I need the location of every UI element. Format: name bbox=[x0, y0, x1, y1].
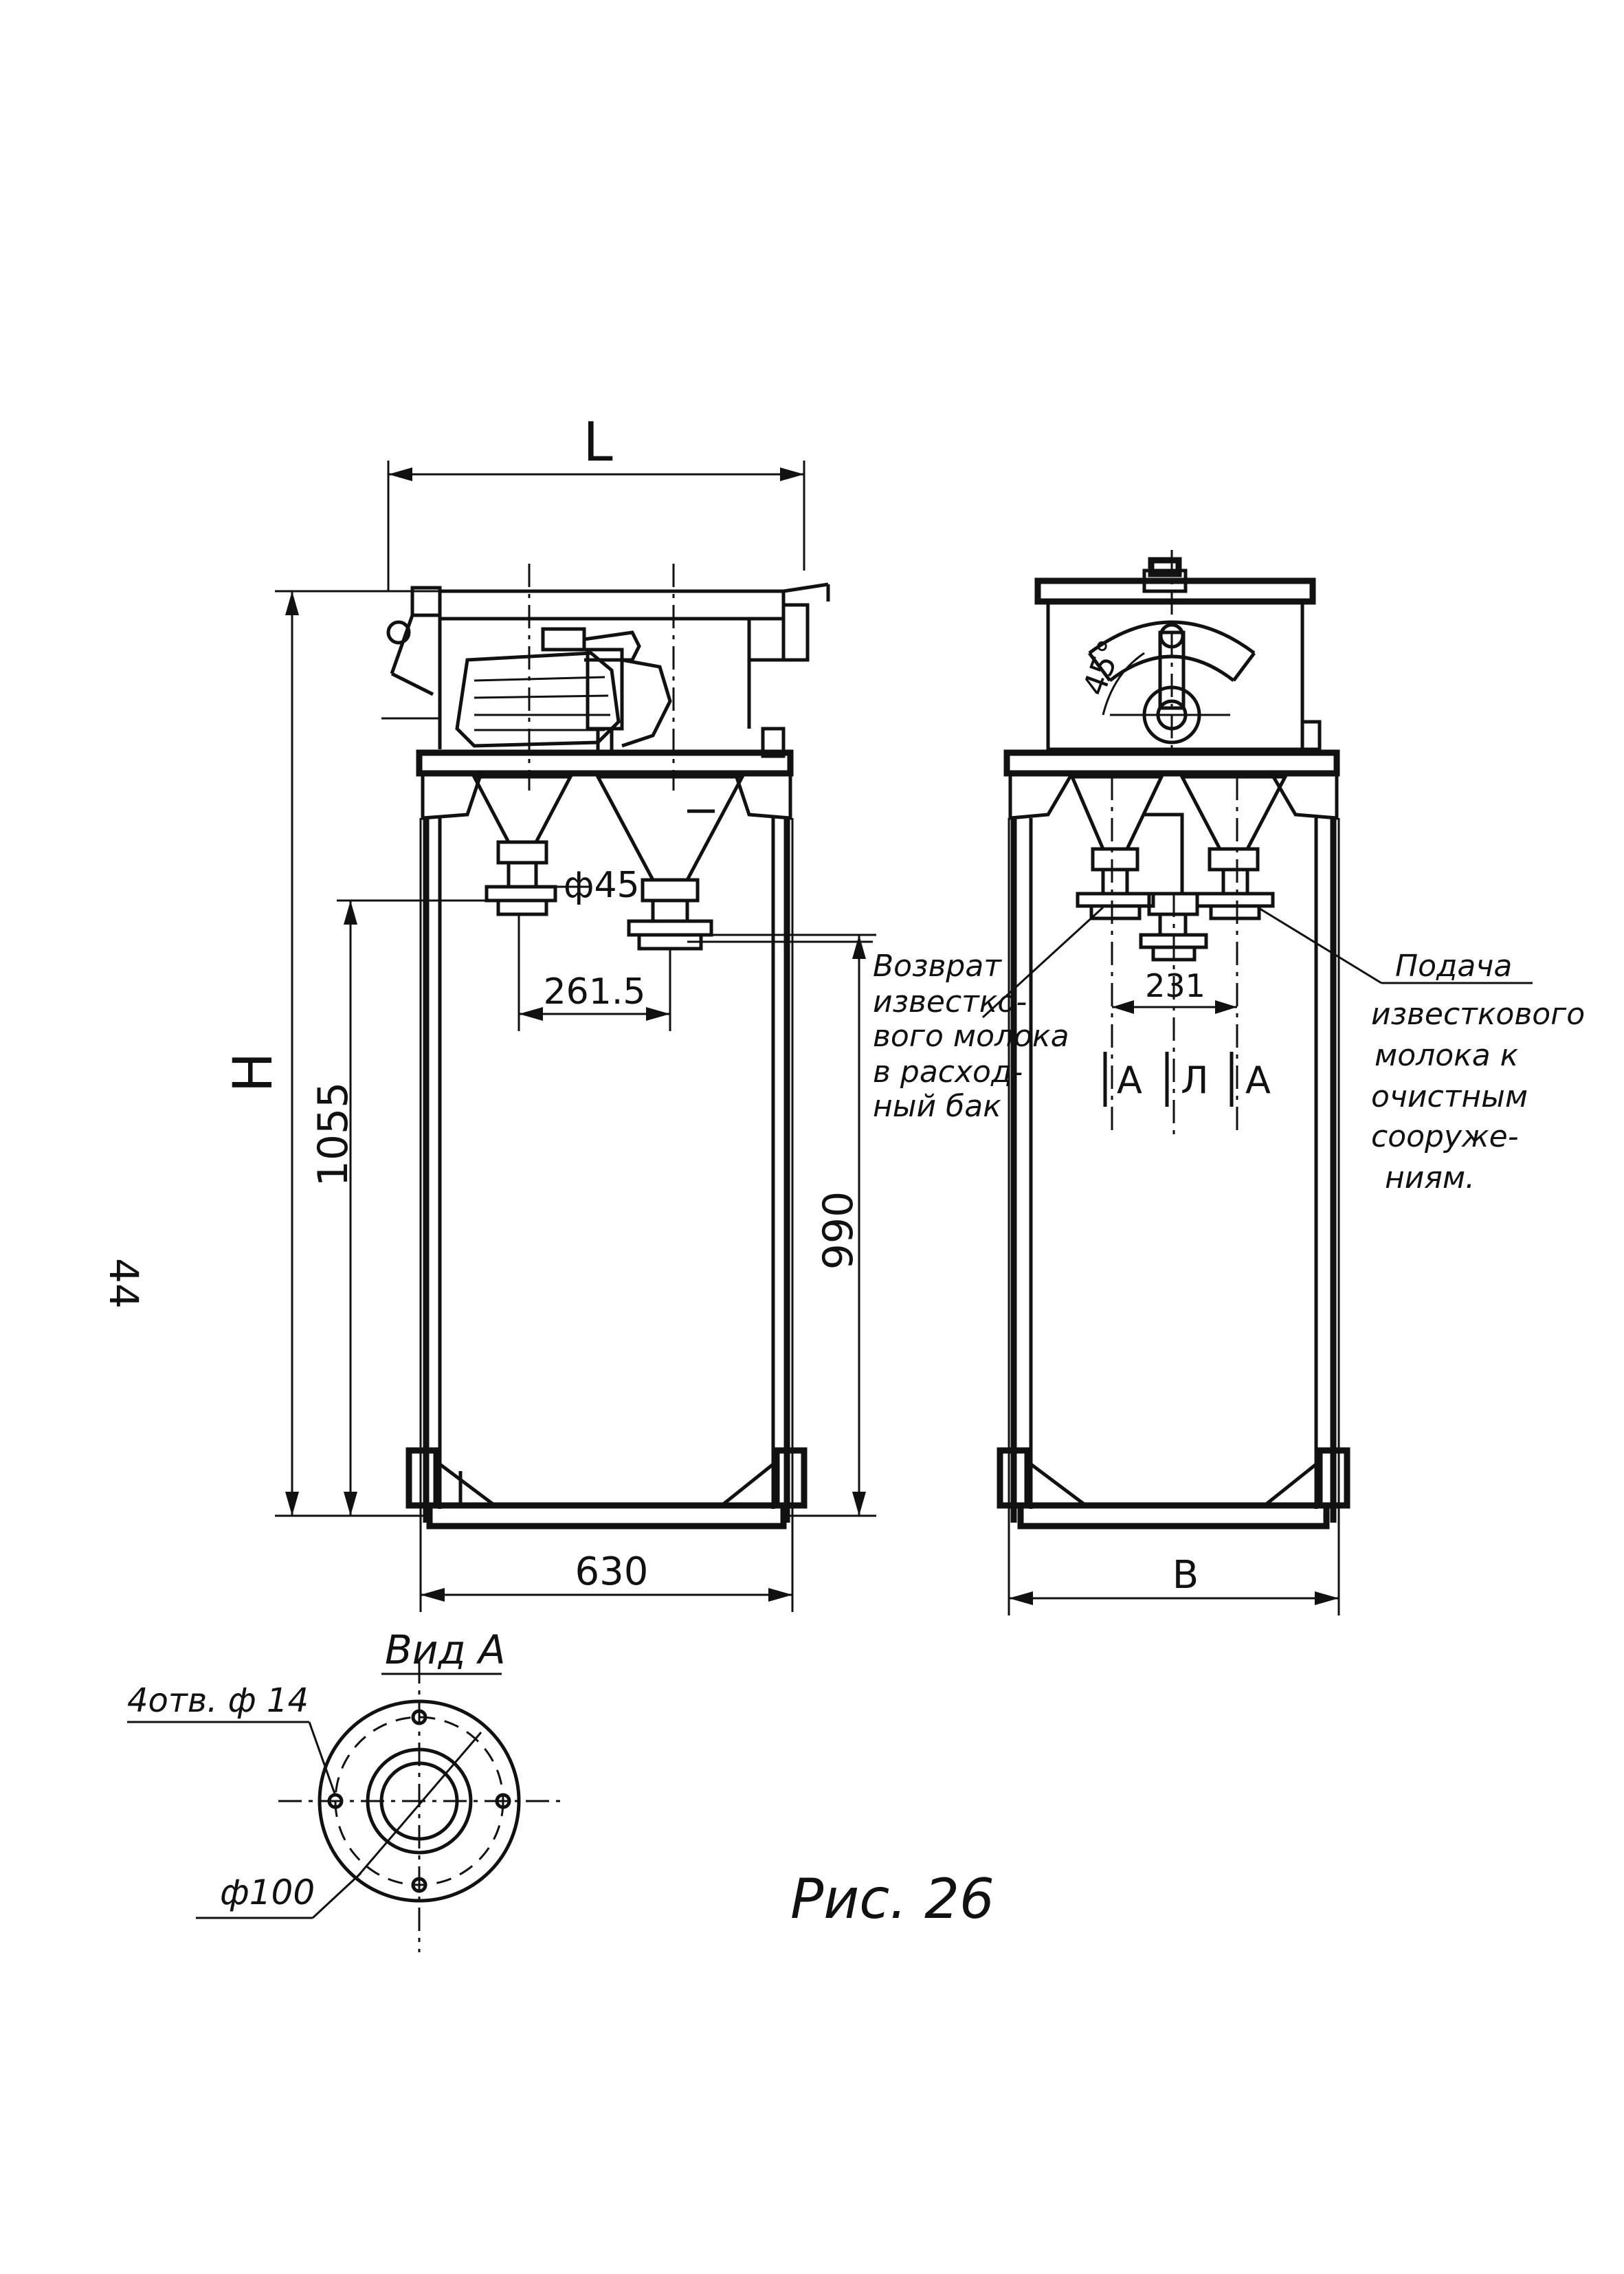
flange-bore-outer bbox=[366, 1747, 473, 1855]
dimension-990-label: 990 bbox=[814, 1191, 863, 1270]
supply-note-line-5: сооруже- bbox=[1371, 1119, 1519, 1154]
view-a: Вид А 4отв. ф 14 ф100 bbox=[127, 1626, 560, 1952]
front-view: L H 1055 990 bbox=[223, 412, 1079, 1612]
front-funnels bbox=[471, 775, 746, 951]
section-mark-1: А bbox=[1117, 1059, 1142, 1102]
return-note-line-5: ный бак bbox=[873, 1089, 1001, 1124]
dimension-231-label: 231 bbox=[1145, 967, 1205, 1004]
return-note: Возврат известко- вого молока в расход- … bbox=[687, 940, 1079, 1124]
return-note-line-1: Возврат bbox=[873, 949, 1002, 984]
supply-leader bbox=[1257, 906, 1382, 984]
dimension-261-5-label: 261.5 bbox=[544, 971, 646, 1013]
front-mechanism-housing bbox=[381, 564, 830, 791]
page-number: 44 bbox=[100, 1258, 147, 1309]
return-note-line-2: известко- bbox=[873, 984, 1027, 1019]
dimension-261-5: 261.5 bbox=[518, 914, 671, 1031]
dimension-h-label: H bbox=[223, 1052, 285, 1093]
section-mark-2: Л bbox=[1181, 1059, 1209, 1102]
section-mark-3: А bbox=[1245, 1059, 1271, 1102]
dimension-630: 630 bbox=[419, 1533, 794, 1612]
bolt-hole-bottom bbox=[411, 1877, 427, 1893]
supply-note: Подача известкового молока к очистным со… bbox=[1371, 949, 1594, 1195]
outlet-diameter-label: ф45 bbox=[564, 865, 640, 906]
return-leader bbox=[981, 906, 1104, 1019]
view-a-title: Вид А bbox=[385, 1626, 506, 1673]
front-bottom-frame bbox=[405, 1447, 808, 1530]
bolt-hole-right bbox=[495, 1793, 511, 1809]
figure-caption: Рис. 26 bbox=[790, 1867, 994, 1931]
dimension-630-label: 630 bbox=[575, 1549, 649, 1594]
flange-bore-inner bbox=[379, 1761, 459, 1841]
dimension-h: H bbox=[223, 590, 440, 1517]
dimension-l-label: L bbox=[583, 412, 613, 474]
angle-label: 45° bbox=[1076, 635, 1130, 700]
dimension-990: 990 bbox=[687, 934, 876, 1517]
svg-text:Подача известкового: Подача известкового молока к очистным со… bbox=[1371, 949, 1594, 1195]
dimension-231: 231 bbox=[1112, 967, 1237, 1014]
side-top-housing: 45° bbox=[1034, 550, 1322, 751]
side-bottom-frame bbox=[997, 1447, 1350, 1530]
bolt-circle bbox=[334, 1716, 504, 1886]
svg-text:Возврат известко-: Возврат известко- вого молока в расход- … bbox=[873, 949, 1079, 1124]
side-top-beam bbox=[1003, 749, 1340, 820]
return-note-line-3: вого молока bbox=[873, 1019, 1069, 1054]
dimension-1055-label: 1055 bbox=[309, 1082, 357, 1187]
supply-note-line-2: известкового bbox=[1371, 997, 1585, 1032]
bolt-hole-top bbox=[411, 1709, 427, 1725]
supply-note-line-4: очистным bbox=[1371, 1079, 1528, 1114]
front-frame-columns bbox=[419, 818, 794, 1533]
side-view: 45° bbox=[981, 550, 1594, 1615]
flange-outer bbox=[318, 1699, 521, 1903]
side-funnels bbox=[1069, 775, 1289, 1134]
front-top-beam bbox=[416, 749, 794, 820]
supply-note-line-3: молока к bbox=[1375, 1038, 1519, 1073]
holes-label: 4отв. ф 14 bbox=[127, 1681, 309, 1720]
supply-note-line-6: ниям. bbox=[1385, 1160, 1475, 1195]
dimension-l: L bbox=[387, 412, 805, 591]
dimension-b: B bbox=[1008, 1533, 1340, 1615]
return-note-line-4: в расход- bbox=[873, 1055, 1023, 1090]
dimension-1055: 1055 bbox=[309, 899, 505, 1516]
dimension-b-label: B bbox=[1172, 1553, 1199, 1598]
section-marks: А Л А bbox=[1103, 1052, 1271, 1107]
diameter-label: ф100 bbox=[220, 1873, 315, 1912]
side-frame-columns bbox=[1008, 818, 1340, 1533]
supply-note-line-1: Подача bbox=[1395, 949, 1512, 984]
